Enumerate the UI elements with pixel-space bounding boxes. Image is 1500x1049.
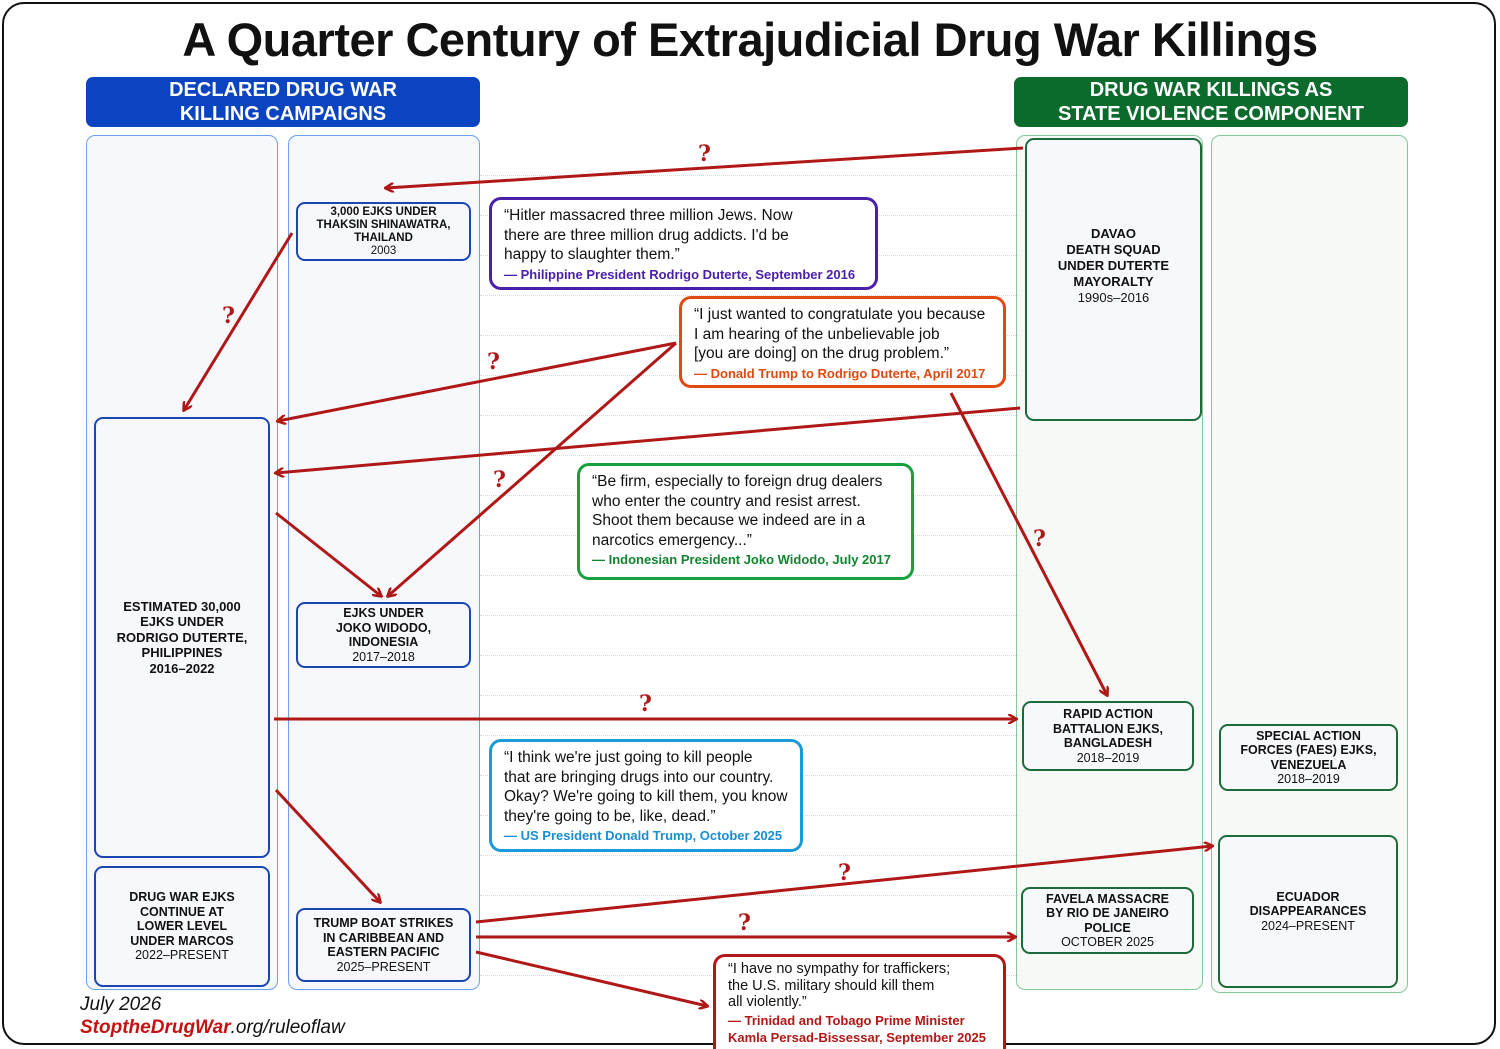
box-philippines-detail: 2016–2022	[149, 660, 215, 676]
quote-duterte-text: “Hitler massacred three million Jews. No…	[504, 207, 793, 263]
box-indonesia-title: EJKS UNDER JOKO WIDODO, INDONESIA	[335, 606, 432, 649]
box-thailand-detail: 2003	[370, 244, 397, 257]
footer-url-part2: DrugWar	[150, 1017, 231, 1038]
footer-url-part1: Stopthe	[80, 1017, 151, 1038]
box-ecuador: ECUADOR DISAPPEARANCES 2024–PRESENT	[1218, 835, 1398, 988]
box-marcos-detail: 2022–PRESENT	[135, 948, 229, 963]
quote-persad-attribution: — Trinidad and Tobago Prime Minister Kam…	[728, 1012, 986, 1045]
right-header: DRUG WAR KILLINGS AS STATE VIOLENCE COMP…	[1014, 77, 1408, 127]
box-venezuela-title: SPECIAL ACTION FORCES (FAES) EJKS, VENEZ…	[1240, 728, 1377, 772]
box-venezuela-detail: 2018–2019	[1277, 772, 1340, 786]
box-trump-strikes-detail: 2025–PRESENT	[336, 959, 431, 974]
quote-duterte-attribution: — Philippine President Rodrigo Duterte, …	[504, 266, 856, 282]
footer-url[interactable]: StoptheDrugWar.org/ruleoflaw	[80, 1017, 345, 1039]
left-header: DECLARED DRUG WAR KILLING CAMPAIGNS	[86, 77, 480, 127]
box-davao: DAVAO DEATH SQUAD UNDER DUTERTE MAYORALT…	[1025, 138, 1202, 421]
box-thailand: 3,000 EJKS UNDER THAKSIN SHINAWATRA, THA…	[296, 202, 471, 261]
quote-widodo-text: “Be firm, especially to foreign drug dea…	[592, 473, 883, 549]
box-bangladesh-detail: 2018–2019	[1076, 750, 1140, 765]
quote-persad: “I have no sympathy for traffickers; the…	[713, 954, 1006, 1049]
box-thailand-title: 3,000 EJKS UNDER THAKSIN SHINAWATRA, THA…	[316, 205, 451, 244]
quote-widodo: “Be firm, especially to foreign drug dea…	[577, 463, 914, 580]
left-column-2	[288, 135, 480, 990]
box-rio-detail: OCTOBER 2025	[1061, 935, 1154, 949]
box-trump-strikes-title: TRUMP BOAT STRIKES IN CARIBBEAN AND EAST…	[313, 916, 454, 959]
box-indonesia: EJKS UNDER JOKO WIDODO, INDONESIA 2017–2…	[296, 602, 471, 668]
quote-trump-kill-attribution: — US President Donald Trump, October 202…	[504, 828, 783, 843]
box-davao-title: DAVAO DEATH SQUAD UNDER DUTERTE MAYORALT…	[1057, 226, 1170, 289]
box-venezuela: SPECIAL ACTION FORCES (FAES) EJKS, VENEZ…	[1219, 724, 1398, 791]
quote-trump-kill: “I think we're just going to kill people…	[489, 739, 803, 852]
box-trump-strikes: TRUMP BOAT STRIKES IN CARIBBEAN AND EAST…	[296, 908, 471, 982]
quote-trump-congrats-text: “I just wanted to congratulate you becau…	[694, 306, 986, 362]
box-ecuador-title: ECUADOR DISAPPEARANCES	[1249, 889, 1367, 919]
box-marcos: DRUG WAR EJKS CONTINUE AT LOWER LEVEL UN…	[94, 866, 270, 987]
footer-url-part3: .org/ruleoflaw	[230, 1017, 345, 1038]
box-rio: FAVELA MASSACRE BY RIO DE JANEIRO POLICE…	[1021, 887, 1194, 954]
box-bangladesh: RAPID ACTION BATTALION EJKS, BANGLADESH …	[1022, 701, 1194, 771]
box-davao-detail: 1990s–2016	[1077, 290, 1150, 305]
box-indonesia-detail: 2017–2018	[352, 649, 415, 664]
quote-persad-text: “I have no sympathy for traffickers; the…	[728, 961, 951, 1010]
quote-widodo-attribution: — Indonesian President Joko Widodo, July…	[592, 552, 891, 567]
quote-trump-congrats: “I just wanted to congratulate you becau…	[679, 296, 1006, 388]
page-title: A Quarter Century of Extrajudicial Drug …	[182, 13, 1318, 66]
box-bangladesh-title: RAPID ACTION BATTALION EJKS, BANGLADESH	[1053, 707, 1163, 750]
box-philippines: ESTIMATED 30,000 EJKS UNDER RODRIGO DUTE…	[94, 417, 270, 858]
box-marcos-title: DRUG WAR EJKS CONTINUE AT LOWER LEVEL UN…	[129, 890, 235, 948]
quote-trump-kill-text: “I think we're just going to kill people…	[504, 749, 788, 825]
box-rio-title: FAVELA MASSACRE BY RIO DE JANEIRO POLICE	[1046, 891, 1169, 935]
box-ecuador-detail: 2024–PRESENT	[1261, 918, 1355, 933]
quote-duterte: “Hitler massacred three million Jews. No…	[489, 197, 878, 290]
quote-trump-congrats-attribution: — Donald Trump to Rodrigo Duterte, April…	[694, 365, 986, 381]
box-philippines-title: ESTIMATED 30,000 EJKS UNDER RODRIGO DUTE…	[116, 598, 248, 661]
footer-date: July 2026	[80, 994, 162, 1015]
